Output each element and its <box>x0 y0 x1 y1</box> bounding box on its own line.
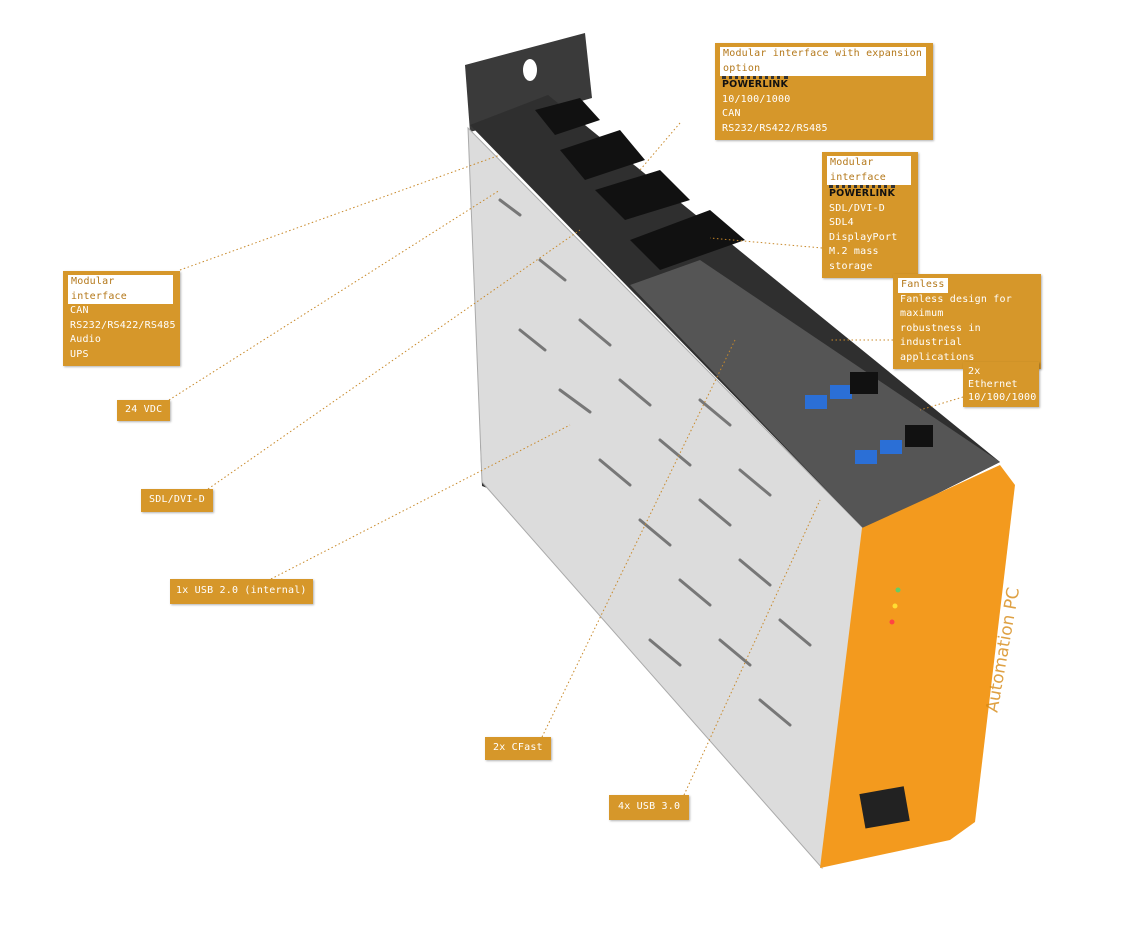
label-line: 10/100/1000 <box>722 93 791 105</box>
label-usb3: 4x USB 3.0 <box>609 795 690 820</box>
mounting-bracket <box>465 33 592 132</box>
label-line: CAN <box>70 305 89 316</box>
leader-lines <box>168 122 964 796</box>
label-line: Audio <box>70 334 102 345</box>
label-line: RS232/RS422/RS485 <box>722 122 828 134</box>
label-usb2-internal: 1x USB 2.0 (internal) <box>170 579 313 604</box>
side-panel <box>467 126 866 870</box>
powerlink-logo: POWERLINK <box>722 76 789 90</box>
label-line: 10/100/1000 <box>968 392 1037 403</box>
label-line: applications <box>900 351 975 363</box>
label-modular-interface-expansion: Modular interface with expansion option … <box>715 43 933 140</box>
label-line: CAN <box>722 108 741 119</box>
label-title: Modular interface <box>827 156 911 185</box>
keyhole-icon <box>523 59 537 81</box>
label-line: SDL4 <box>829 217 854 228</box>
label-title: Modular interface with expansion option <box>720 47 926 76</box>
label-title: Modular interface <box>68 275 173 304</box>
label-line: 2x Ethernet <box>968 366 1018 390</box>
label-modular-interface-left: Modular interface CAN RS232/RS422/RS485 … <box>63 271 180 366</box>
label-line: M.2 mass storage <box>829 246 879 272</box>
label-line: DisplayPort <box>829 231 898 243</box>
label-cfast: 2x CFast <box>485 737 551 760</box>
label-24vdc: 24 VDC <box>117 400 171 421</box>
cfast-slot <box>859 786 910 829</box>
label-line: SDL/DVI-D <box>829 202 885 214</box>
label-line: RS232/RS422/RS485 <box>70 319 176 331</box>
front-cover <box>820 465 1015 868</box>
interface-slots <box>535 98 745 270</box>
label-line: robustness in industrial <box>900 322 981 349</box>
label-ethernet: 2x Ethernet 10/100/1000 <box>963 362 1039 407</box>
status-leds <box>889 587 901 625</box>
powerlink-logo: POWERLINK <box>829 185 896 199</box>
label-modular-interface-right: Modular interface POWERLINK SDL/DVI-D SD… <box>822 152 918 278</box>
label-title: Fanless <box>898 278 948 293</box>
label-fanless: Fanless Fanless design for maximum robus… <box>893 274 1041 369</box>
label-sdl-dvi-d: SDL/DVI-D <box>141 489 213 512</box>
label-line: Fanless design for maximum <box>900 293 1012 320</box>
label-line: UPS <box>70 348 89 360</box>
vent-slots <box>498 198 812 727</box>
ethernet-ports <box>850 372 933 447</box>
usb-3-ports <box>805 385 902 464</box>
